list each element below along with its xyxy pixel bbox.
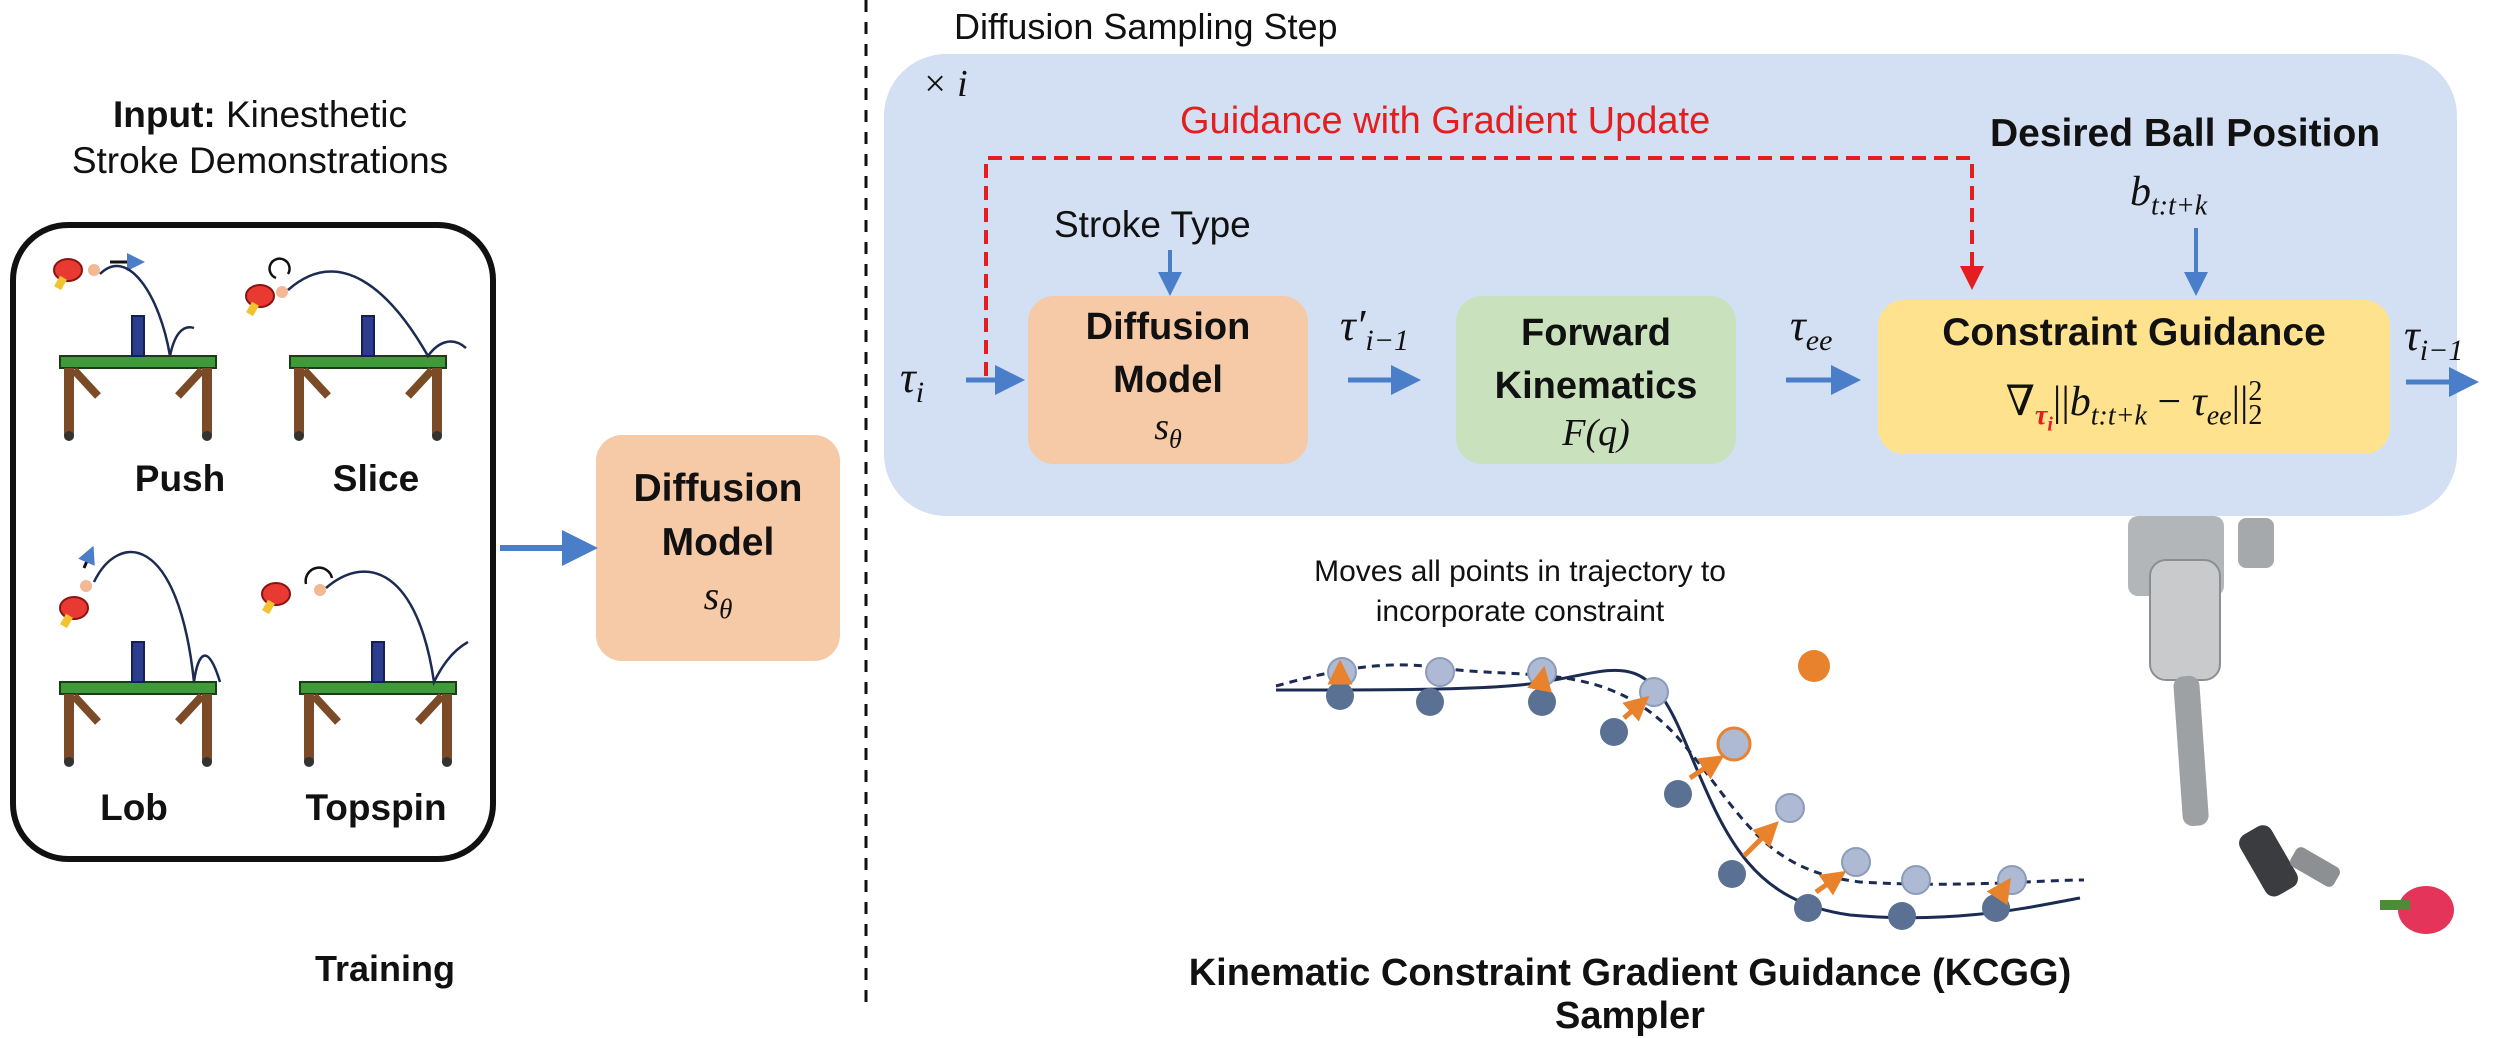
ball-position-symbol: bt:t+k: [2130, 169, 2208, 222]
stroke-label-topspin: Topspin: [305, 787, 447, 828]
repeat-label: × i: [922, 63, 968, 105]
trajectory-points: [1326, 657, 2027, 930]
training-caption: Training: [314, 948, 455, 989]
gradient-arrows: [1327, 659, 2011, 906]
diagram-graphics: [53, 0, 2479, 1008]
guidance-dashed-path: [984, 156, 1984, 376]
guidance-label: Guidance with Gradient Update: [1180, 100, 1711, 142]
training-diffusion-model-box: Diffusion Model sθ: [596, 435, 840, 661]
kinematics-formula: F(q): [1562, 412, 1630, 454]
input-title-rest: Kinesthetic: [226, 94, 407, 135]
stroke-label-lob: Lob: [100, 787, 168, 828]
sampling-diffusion-line1: Diffusion: [1085, 305, 1251, 348]
trajectory-note: Moves all points in trajectory to incorp…: [1230, 552, 1810, 632]
constraint-guidance-box: Constraint Guidance ∇τi||bt:t+k − τee||2…: [1878, 300, 2390, 454]
stroke-label-push: Push: [134, 458, 226, 499]
tau-prime-label: τ′i−1: [1340, 301, 1409, 357]
training-diffusion-line1: Diffusion: [633, 466, 803, 510]
sampling-diffusion-line2: Model: [1113, 358, 1223, 401]
lob-stroke-illustration: [60, 545, 222, 767]
slice-stroke-illustration: [245, 257, 467, 441]
training-diffusion-symbol: sθ: [703, 572, 733, 624]
kinematics-line2: Kinematics: [1494, 365, 1698, 407]
push-stroke-illustration: [53, 253, 216, 441]
input-title-line2: Stroke Demonstrations: [71, 140, 449, 181]
robot-arm-illustration: [2128, 516, 2454, 934]
training-diffusion-line2: Model: [661, 520, 775, 564]
target-ball: [1798, 650, 1830, 682]
original-trajectory: [1275, 668, 2081, 920]
stroke-label-slice: Slice: [332, 458, 420, 499]
trajectory-note-line2: incorporate constraint: [1375, 595, 1665, 628]
forward-kinematics-box: Forward Kinematics F(q): [1456, 296, 1736, 464]
constraint-guidance-title: Constraint Guidance: [1942, 310, 2326, 354]
stroke-type-label: Stroke Type: [1054, 204, 1251, 245]
sampling-step-title: Diffusion Sampling Step: [954, 6, 1338, 47]
tau-out-label: τi−1: [2404, 311, 2464, 367]
sampling-diffusion-model-box: Diffusion Model sθ: [1028, 296, 1308, 464]
desired-ball-label: Desired Ball Position: [1990, 112, 2381, 155]
constraint-guidance-formula: ∇τi||bt:t+k − τee||22: [2005, 375, 2263, 436]
guided-trajectory: [1275, 663, 2085, 886]
tau-ee-label: τee: [1790, 301, 1833, 357]
topspin-stroke-illustration: [261, 566, 469, 767]
stroke-demonstrations-panel: [10, 222, 496, 862]
input-title-bold: Input:: [112, 94, 216, 135]
sampling-diffusion-symbol: sθ: [1154, 405, 1182, 454]
kinematics-line1: Forward: [1521, 312, 1671, 354]
trajectory-note-line1: Moves all points in trajectory to: [1314, 555, 1726, 588]
tau-i-label: τi: [900, 353, 925, 409]
input-title: Input: Kinesthetic Stroke Demonstrations: [0, 92, 520, 184]
